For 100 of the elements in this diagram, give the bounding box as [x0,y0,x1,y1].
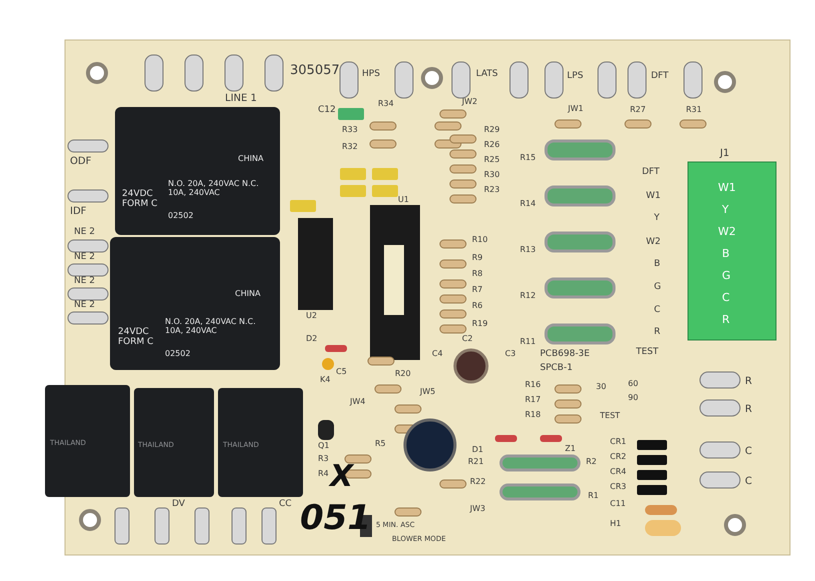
silkscreen-label: IDF [70,206,86,217]
silkscreen-label: DFT [642,168,660,178]
silkscreen-label: R34 [378,100,394,109]
handwritten-mark: X [330,460,354,493]
silkscreen-label: Q1 [318,442,330,451]
handwritten-mark: 051 [300,500,371,538]
silkscreen-label: J1 [720,148,730,159]
silkscreen-label: R11 [520,338,536,347]
silkscreen-label: W2 [646,238,661,248]
silkscreen-label: HPS [362,70,380,80]
silkscreen-label: TEST [636,348,658,358]
silkscreen-label: LINE 1 [225,93,257,104]
silkscreen-label: R32 [342,143,358,152]
silkscreen-label: R14 [520,200,536,209]
silkscreen-label: C3 [505,350,516,359]
silkscreen-label: R5 [375,440,386,449]
silkscreen-label: R23 [484,186,500,195]
silkscreen-label: Y [654,214,660,224]
terminal-label: R [722,314,730,326]
silkscreen-label: C4 [432,350,443,359]
silkscreen-label: D2 [306,335,318,344]
silkscreen-label: 90 [628,394,638,403]
silkscreen-label: NE 2 [74,300,96,310]
silkscreen-label: R19 [472,320,488,329]
silkscreen-label: JW1 [568,105,584,114]
silkscreen-label: SPCB-1 [540,364,573,374]
terminal-label: C [722,292,730,304]
terminal-label: Y [722,204,729,216]
silkscreen-label: DFT [651,72,668,82]
silkscreen-label: U2 [306,312,317,321]
silkscreen-label: TEST [600,412,620,421]
silkscreen-label: R25 [484,156,500,165]
silkscreen-label: B [654,260,660,270]
silkscreen-label: JW5 [420,388,436,397]
silkscreen-label: CC [279,500,292,510]
silkscreen-label: NE 2 [74,252,96,262]
silkscreen-label: CR1 [610,438,626,447]
silkscreen-label: PCB698-3E [540,350,590,360]
relay-marking: CHINA [235,290,260,299]
relay-marking: CHINA [238,155,264,164]
relay-marking: 24VDC FORM C [122,190,158,210]
silkscreen-label: C2 [462,335,473,344]
silkscreen-label: C5 [336,368,347,377]
terminal-label: B [722,248,730,260]
silkscreen-label: R [745,376,752,387]
silkscreen-label: R21 [468,458,484,467]
silkscreen-label: CR4 [610,468,626,477]
relay-marking: N.O. 20A, 240VAC N.C. 10A, 240VAC [165,318,257,336]
silkscreen-label: H1 [610,520,622,529]
silkscreen-label: 30 [596,383,606,392]
silkscreen-label: R31 [686,106,702,115]
silkscreen-label: R12 [520,292,536,301]
silkscreen-label: LPS [567,72,584,82]
silkscreen-label: NE 2 [74,276,96,286]
silkscreen-label: C [745,446,752,457]
silkscreen-label: D1 [472,446,484,455]
silkscreen-label: R7 [472,286,483,295]
silkscreen-label: R4 [318,470,329,478]
silkscreen-label: C [654,306,660,316]
silkscreen-label: R20 [395,370,411,379]
silkscreen-label: R33 [342,126,358,135]
silkscreen-label: R15 [520,154,536,163]
silkscreen-label: 305057 [290,64,340,78]
terminal-label: W2 [718,226,736,238]
relay-marking: N.O. 20A, 240VAC N.C. 10A, 240VAC [168,180,260,198]
silkscreen-label: Z1 [565,445,576,454]
silkscreen-label: U1 [398,196,409,205]
silkscreen-label: CR3 [610,483,626,492]
silkscreen-label: C11 [610,500,626,509]
silkscreen-label: R13 [520,246,536,255]
terminal-label: W1 [718,182,736,194]
silkscreen-label: R17 [525,396,541,405]
silkscreen-label: R18 [525,411,541,420]
silkscreen-label: C12 [318,106,336,116]
silkscreen-label: R [654,328,660,338]
relay-marking: 24VDC FORM C [118,328,154,348]
silkscreen-label: W1 [646,192,661,202]
silkscreen-label: R9 [472,254,483,263]
silkscreen-label: DV [172,500,185,510]
silkscreen-label: G [654,283,661,293]
silkscreen-label: ODF [70,156,92,167]
silkscreen-label: C [745,476,752,487]
silkscreen-label: R22 [470,478,486,487]
silkscreen-label: K4 [320,376,330,385]
silkscreen-label: R3 [318,455,329,464]
silkscreen-label: R10 [472,236,488,245]
silkscreen-label: R8 [472,270,483,279]
silkscreen-label: R1 [588,492,599,501]
silkscreen-label: R30 [484,171,500,180]
silkscreen-label: JW4 [350,398,366,407]
silkscreen-label: LATS [476,70,498,80]
silkscreen-label: 60 [628,380,638,389]
silkscreen-label: JW3 [470,505,486,514]
relay-marking: 02502 [165,350,190,359]
relay-marking: 02502 [168,212,194,221]
silkscreen-label: R16 [525,381,541,390]
silkscreen-label: R [745,404,752,415]
silkscreen-label: JW2 [462,98,478,107]
silkscreen-label: R2 [586,458,597,467]
silkscreen-label: R27 [630,106,646,115]
